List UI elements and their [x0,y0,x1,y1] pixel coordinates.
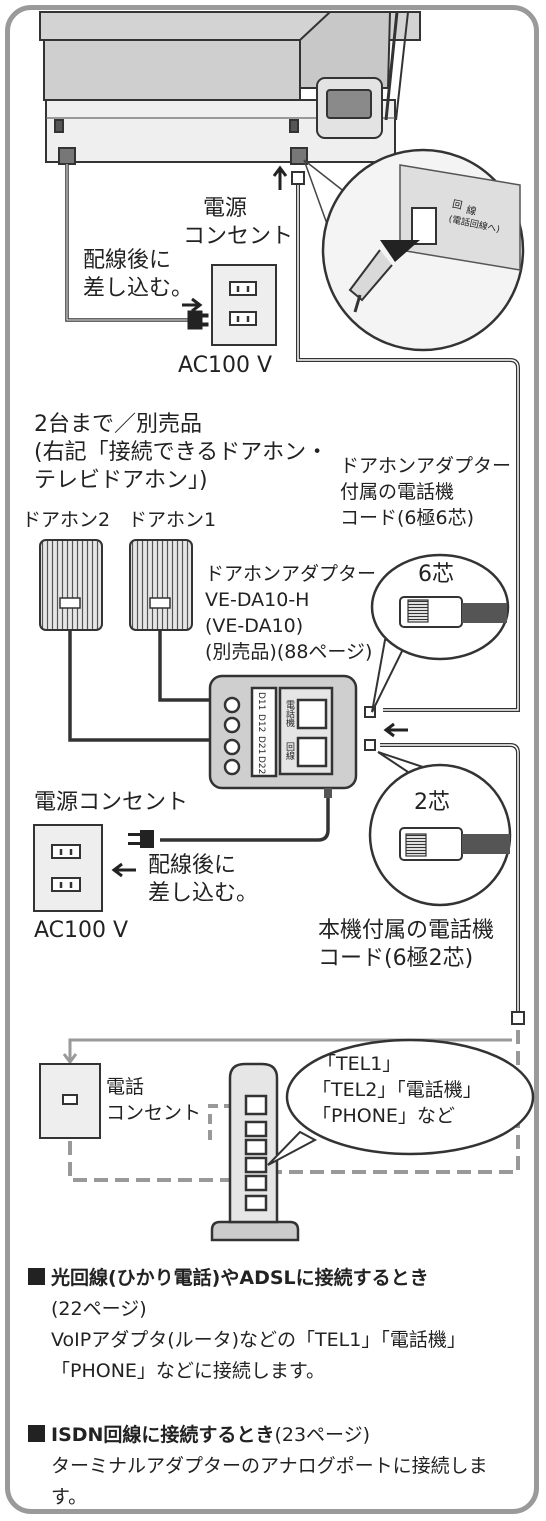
option-label-3: テレビドアホン」) [34,468,208,493]
power-outlet-top [211,264,277,346]
adapter-label-1: ドアホンアダプター [205,563,377,585]
note-isdn-page: (23ページ) [274,1424,371,1446]
plug-after-mid-1: 配線後に [148,853,237,878]
zoom-6-core [370,553,510,713]
tel-outlet-label-2: コンセント [106,1102,202,1124]
ports-bubble [267,1038,535,1166]
fax-machine [39,11,421,165]
doorphone-2-unit [39,539,103,631]
arrow-icon [383,722,408,738]
bullet-square-icon [28,1425,45,1442]
note-isdn-title: ISDN回線に接続するとき [51,1424,275,1446]
adapter-terminal-d21: D21 [256,736,266,755]
adapter-jack-line: 回線 [284,742,294,760]
note-optical: 光回線(ひかり電話)やADSLに接続するとき (22ページ) VoIPアダプタ(… [28,1263,498,1387]
plug-mid [128,830,154,848]
core-2-label: 2芯 [414,790,450,815]
main-cord-label-1: 本機付属の電話機 [318,918,495,943]
adapter-label-3: (VE-DA10) [205,615,304,637]
adapter-terminal-d12: D12 [256,714,266,733]
arrow-icon [272,165,288,190]
note-optical-body: VoIPアダプタ(ルータ)などの「TEL1」「電話機」「PHONE」などに接続し… [51,1329,466,1382]
note-isdn-body: ターミナルアダプターのアナログポートに接続します。 [51,1455,488,1508]
adapter-cord-label-2: 付属の電話機 [340,481,455,503]
option-label-2: (右記「接続できるドアホン・ [34,440,329,465]
adapter-power-cord [160,788,330,842]
doorphone-1-label: ドアホン1 [128,509,217,531]
outlet-top-label-2: コンセント [183,224,294,249]
phone-cord-to-adapter [296,180,520,712]
doorphone-adapter-body [208,674,358,790]
adapter-label-2: VE-DA10-H [205,589,310,611]
zoom-2-core [368,751,512,907]
main-cord-label-2: コード(6極2芯) [318,946,474,971]
diagram-frame [5,5,539,1514]
adapter-label-4: (別売品)(88ページ) [205,641,373,663]
note-optical-title: 光回線(ひかり電話)やADSLに接続するとき [51,1267,429,1289]
router-port-label-1: 「TEL1」 [317,1053,402,1075]
ac-top-label: AC100 V [178,353,273,378]
arrow-icon [182,297,203,313]
plug-after-mid-2: 差し込む。 [148,881,259,906]
plug-after-top-2: 差し込む。 [83,276,194,301]
power-outlet-mid [33,824,103,912]
bullet-square-icon [28,1268,45,1285]
plug-top [187,310,209,330]
tel-outlet-label-1: 電話 [106,1076,145,1098]
plug-after-top-1: 配線後に [83,248,172,273]
outlet-mid-label: 電源コンセント [34,790,189,815]
adapter-jack-phone: 電話機 [284,700,294,727]
doorphone-1-unit [129,539,193,631]
doorphone-2-label: ドアホン2 [22,509,111,531]
adapter-terminal-d11: D11 [256,692,266,711]
ac-mid-label: AC100 V [34,918,129,943]
router-port-label-2: 「TEL2」「電話機」 [312,1079,482,1101]
arrow-icon [111,862,136,878]
core-6-label: 6芯 [418,562,454,587]
adapter-cord-label-3: コード(6極6芯) [340,507,475,529]
adapter-terminal-d22: D22 [256,756,266,775]
outlet-top-label-1: 電源 [203,196,248,221]
note-optical-page: (22ページ) [51,1298,147,1320]
note-isdn: ISDN回線に接続するとき(23ページ) ターミナルアダプターのアナログポートに… [28,1420,498,1513]
option-label-1: 2台まで／別売品 [34,412,202,437]
adapter-cord-label-1: ドアホンアダプター [340,455,512,477]
power-cord-top [65,164,190,322]
telephone-outlet [39,1063,101,1139]
router-unit [210,1062,300,1242]
zoom-line-jack [303,148,525,352]
router-port-label-3: 「PHONE」など [312,1105,455,1127]
